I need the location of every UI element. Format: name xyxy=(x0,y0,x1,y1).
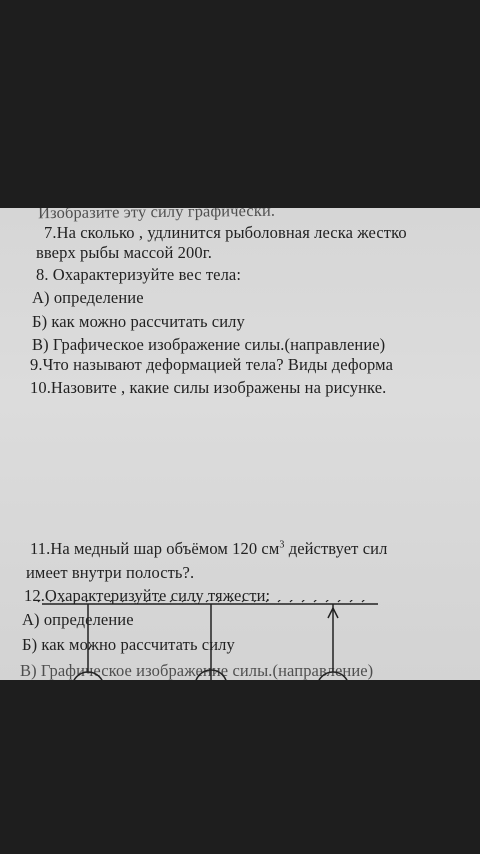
question-7: 7.На сколько , удлинится рыболовная леск… xyxy=(44,223,407,242)
question-9: 9.Что называют деформацией тела? Виды де… xyxy=(30,355,394,374)
question-11: 11.На медный шар объёмом 120 см3 действу… xyxy=(30,539,387,558)
question-7-continuation: вверх рыбы массой 200г. xyxy=(36,243,212,262)
question-10: 10.Назовите , какие силы изображены на р… xyxy=(30,378,387,397)
question-11-continuation: имеет внутри полость?. xyxy=(26,563,195,582)
superscript-3: 3 xyxy=(279,539,285,551)
question-11-text: 11.На медный шар объёмом 120 см xyxy=(30,539,280,558)
question-8-item-b: Б) как можно рассчитать силу xyxy=(32,312,245,331)
pendulum-3 xyxy=(318,604,348,680)
question-8: 8. Охарактеризуйте вес тела: xyxy=(36,265,242,284)
question-12-item-b: Б) как можно рассчитать силу xyxy=(22,635,235,654)
question-12-item-c: В) Графическое изображение силы.(направл… xyxy=(20,661,374,680)
ceiling-hatching xyxy=(37,600,365,603)
forces-diagram xyxy=(37,600,378,680)
question-11-text-cont: действует сил xyxy=(284,539,388,558)
pendulum-2 xyxy=(195,604,227,680)
text-line-cut: Изобразите эту силу графически. xyxy=(37,208,276,223)
pendulum-1 xyxy=(73,604,103,680)
question-12-item-a: А) определение xyxy=(22,610,134,629)
document-photo: Изобразите эту силу графически. 7.На ско… xyxy=(0,208,480,680)
question-8-item-a: А) определение xyxy=(32,288,144,307)
question-12: 12.Охарактеризуйте силу тяжести: xyxy=(24,586,271,605)
question-8-item-c: В) Графическое изображение силы.(направл… xyxy=(32,335,386,354)
